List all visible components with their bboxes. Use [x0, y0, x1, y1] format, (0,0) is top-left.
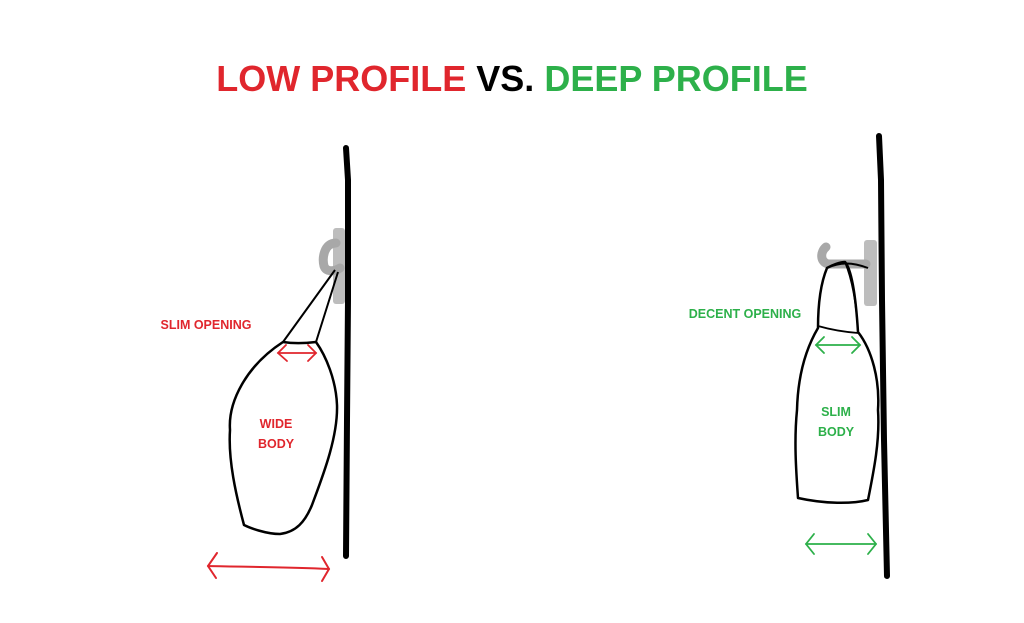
left-width-arrow — [206, 552, 331, 582]
left-wall — [343, 145, 351, 559]
right-bag-line-1 — [817, 325, 859, 334]
right-opening-arrow — [814, 336, 862, 354]
slim-body-label-line1: SLIM — [821, 405, 851, 419]
decent-opening-label: DECENT OPENING — [688, 307, 802, 321]
title-deep-profile: DEEP PROFILE — [544, 58, 808, 99]
left-diagram — [206, 145, 351, 582]
title-vs: VS. — [476, 58, 535, 99]
right-width-arrow — [804, 533, 878, 555]
left-strap — [282, 269, 339, 343]
left-bag-outline — [228, 340, 339, 536]
title-low-profile: LOW PROFILE — [216, 58, 467, 99]
right-bag-line-2 — [844, 261, 859, 333]
wide-body-label-line1: WIDE — [259, 417, 293, 431]
slim-opening-label: SLIM OPENING — [160, 318, 252, 332]
right-hook — [817, 242, 871, 269]
right-diagram — [794, 133, 890, 579]
left-opening-arrow — [276, 344, 318, 362]
slim-body-label: SLIM BODY — [806, 402, 866, 442]
slim-body-label-line2: BODY — [817, 425, 855, 439]
wide-body-label-line2: BODY — [257, 437, 295, 451]
right-wall — [876, 133, 890, 579]
wide-body-label: WIDE BODY — [246, 414, 306, 454]
right-hook-mount — [864, 240, 877, 306]
page-title: LOW PROFILE VS. DEEP PROFILE — [0, 58, 1024, 100]
